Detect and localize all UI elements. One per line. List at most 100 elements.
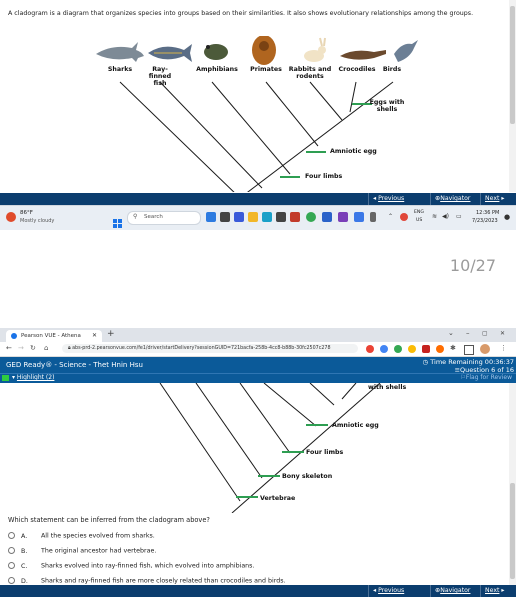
home-icon[interactable]: ⌂ xyxy=(44,344,49,352)
extension-icon[interactable] xyxy=(366,345,374,353)
battery-icon[interactable]: ▭ xyxy=(456,213,462,220)
chrome-icon[interactable] xyxy=(306,212,316,222)
back-icon[interactable]: ← xyxy=(6,344,12,352)
radio-button[interactable] xyxy=(8,532,15,539)
app-icon[interactable] xyxy=(234,212,244,222)
scrollbar[interactable] xyxy=(509,383,516,585)
app-icon[interactable] xyxy=(276,212,286,222)
chevron-up-icon[interactable]: ⌃ xyxy=(388,213,394,220)
highlight-color-swatch[interactable] xyxy=(2,375,9,381)
avatar[interactable] xyxy=(480,344,490,354)
app-icon[interactable] xyxy=(338,212,348,222)
app-title: GED Ready® - Science - Thet Hnin Hsu xyxy=(6,361,143,369)
taskbar-search[interactable]: ⚲ Search xyxy=(127,211,201,225)
orangutan-image xyxy=(252,36,276,65)
menu-icon[interactable]: ⋮ xyxy=(500,344,507,352)
sidepanel-icon[interactable] xyxy=(464,345,474,355)
app-header: GED Ready® - Science - Thet Hnin Hsu ◷ T… xyxy=(0,357,516,374)
extension-icon[interactable] xyxy=(394,345,402,353)
taxon-birds: Birds xyxy=(382,66,402,73)
scroll-thumb[interactable] xyxy=(510,483,515,579)
shark-image xyxy=(96,42,144,62)
notification-icon[interactable] xyxy=(400,213,408,221)
edge-icon[interactable] xyxy=(262,212,272,222)
maximize-icon[interactable]: ▢ xyxy=(482,330,488,337)
favicon-icon xyxy=(11,333,17,339)
taxon-rabbits-rodents: Rabbits and rodents xyxy=(288,66,332,80)
app-icon[interactable] xyxy=(220,212,230,222)
clock-time[interactable]: 12:36 PM xyxy=(476,210,500,216)
reload-icon[interactable]: ↻ xyxy=(30,344,36,352)
tab-strip: Pearson VUE - Athena ✕ + ⌄ – ▢ ✕ xyxy=(0,328,516,342)
cladogram-bottom xyxy=(159,383,381,513)
tab-title: Pearson VUE - Athena xyxy=(21,333,81,339)
notification-bell-icon[interactable]: ● xyxy=(504,213,511,221)
trait-amniotic-egg: Amniotic egg xyxy=(330,148,377,155)
flag-for-review-button[interactable]: ⚐Flag for Review xyxy=(460,374,512,381)
folder-icon[interactable] xyxy=(248,212,258,222)
windows-taskbar: 86°F Mostly cloudy ⚲ Search ⌃ ENG US ≋ ◀… xyxy=(0,205,516,230)
bird-image xyxy=(394,40,418,62)
navigator-button[interactable]: ⊕Navigator xyxy=(430,585,474,597)
extension-icon[interactable] xyxy=(436,345,444,353)
puzzle-icon[interactable]: ✱ xyxy=(450,344,456,352)
app-icon[interactable] xyxy=(206,212,216,222)
app-icon[interactable] xyxy=(290,212,300,222)
answer-option-a[interactable]: A.All the species evolved from sharks. xyxy=(8,532,155,540)
trait-amniotic-egg: Amniotic egg xyxy=(332,422,379,429)
radio-button[interactable] xyxy=(8,562,15,569)
answer-option-c[interactable]: C.Sharks evolved into ray-finned fish, w… xyxy=(8,562,254,570)
previous-button[interactable]: ◂ Previous xyxy=(368,193,408,205)
taxon-ray-finned-fish: Ray-finned fish xyxy=(148,66,172,87)
url-text: abs-prd-2.pearsonvue.com/fe1/driver/star… xyxy=(72,346,331,351)
chevron-down-icon[interactable]: ⌄ xyxy=(448,329,454,337)
trait-bony-skeleton: Bony skeleton xyxy=(282,473,333,480)
frog-image xyxy=(204,44,228,60)
radio-button[interactable] xyxy=(8,577,15,584)
question-text: Which statement can be inferred from the… xyxy=(8,516,210,524)
extension-icon[interactable] xyxy=(408,345,416,353)
forward-icon[interactable]: → xyxy=(18,344,24,352)
browser-window: Pearson VUE - Athena ✕ + ⌄ – ▢ ✕ ← → ↻ ⌂… xyxy=(0,328,516,599)
browser-tab[interactable]: Pearson VUE - Athena ✕ xyxy=(6,330,102,342)
app-icon[interactable] xyxy=(354,212,364,222)
weather-desc: Mostly cloudy xyxy=(20,218,55,224)
radio-button[interactable] xyxy=(8,547,15,554)
scroll-thumb[interactable] xyxy=(510,6,515,124)
answer-option-b[interactable]: B.The original ancestor had vertebrae. xyxy=(8,547,156,555)
app-icon[interactable] xyxy=(370,212,376,222)
next-button[interactable]: Next ▸ xyxy=(480,193,509,205)
navigator-button[interactable]: ⊕Navigator xyxy=(430,193,474,205)
intro-text: A cladogram is a diagram that organizes … xyxy=(8,10,474,17)
next-button[interactable]: Next ▸ xyxy=(480,585,509,597)
highlight-button[interactable]: ▾ Highlight (2) xyxy=(12,374,55,381)
scrollbar[interactable] xyxy=(509,0,516,192)
new-tab-icon[interactable]: + xyxy=(107,329,115,339)
time-remaining: ◷ Time Remaining 00:36:37 xyxy=(422,358,515,366)
wifi-icon[interactable]: ≋ xyxy=(432,213,438,220)
weather-temp: 86°F xyxy=(20,210,33,216)
search-placeholder: Search xyxy=(144,214,163,220)
url-field[interactable]: 🔒︎ abs-prd-2.pearsonvue.com/fe1/driver/s… xyxy=(62,344,358,353)
bottom-nav-bar: ◂ Previous ⊕Navigator Next ▸ xyxy=(0,585,516,597)
question-counter: ≡Question 6 of 16 xyxy=(454,366,514,374)
search-icon: ⚲ xyxy=(133,213,138,220)
language-code[interactable]: ENG xyxy=(414,210,424,215)
trait-four-limbs: Four limbs xyxy=(306,449,344,456)
list-icon: ≡ xyxy=(454,366,461,374)
extension-icon[interactable] xyxy=(380,345,388,353)
answer-option-d[interactable]: D.Sharks and ray-finned fish are more cl… xyxy=(8,577,285,585)
weather-icon xyxy=(6,212,16,222)
close-window-icon[interactable]: ✕ xyxy=(500,330,506,337)
start-icon[interactable] xyxy=(113,213,122,228)
app-icon[interactable] xyxy=(322,212,332,222)
close-tab-icon[interactable]: ✕ xyxy=(91,332,97,339)
cladogram-top xyxy=(119,81,394,192)
volume-icon[interactable]: ◀) xyxy=(442,213,449,220)
region-code[interactable]: US xyxy=(416,218,423,223)
extension-icon[interactable] xyxy=(422,345,430,353)
previous-button[interactable]: ◂ Previous xyxy=(368,585,408,597)
minimize-icon[interactable]: – xyxy=(466,329,470,337)
page-number: 10/27 xyxy=(449,256,496,275)
clock-date[interactable]: 7/23/2023 xyxy=(472,218,498,224)
